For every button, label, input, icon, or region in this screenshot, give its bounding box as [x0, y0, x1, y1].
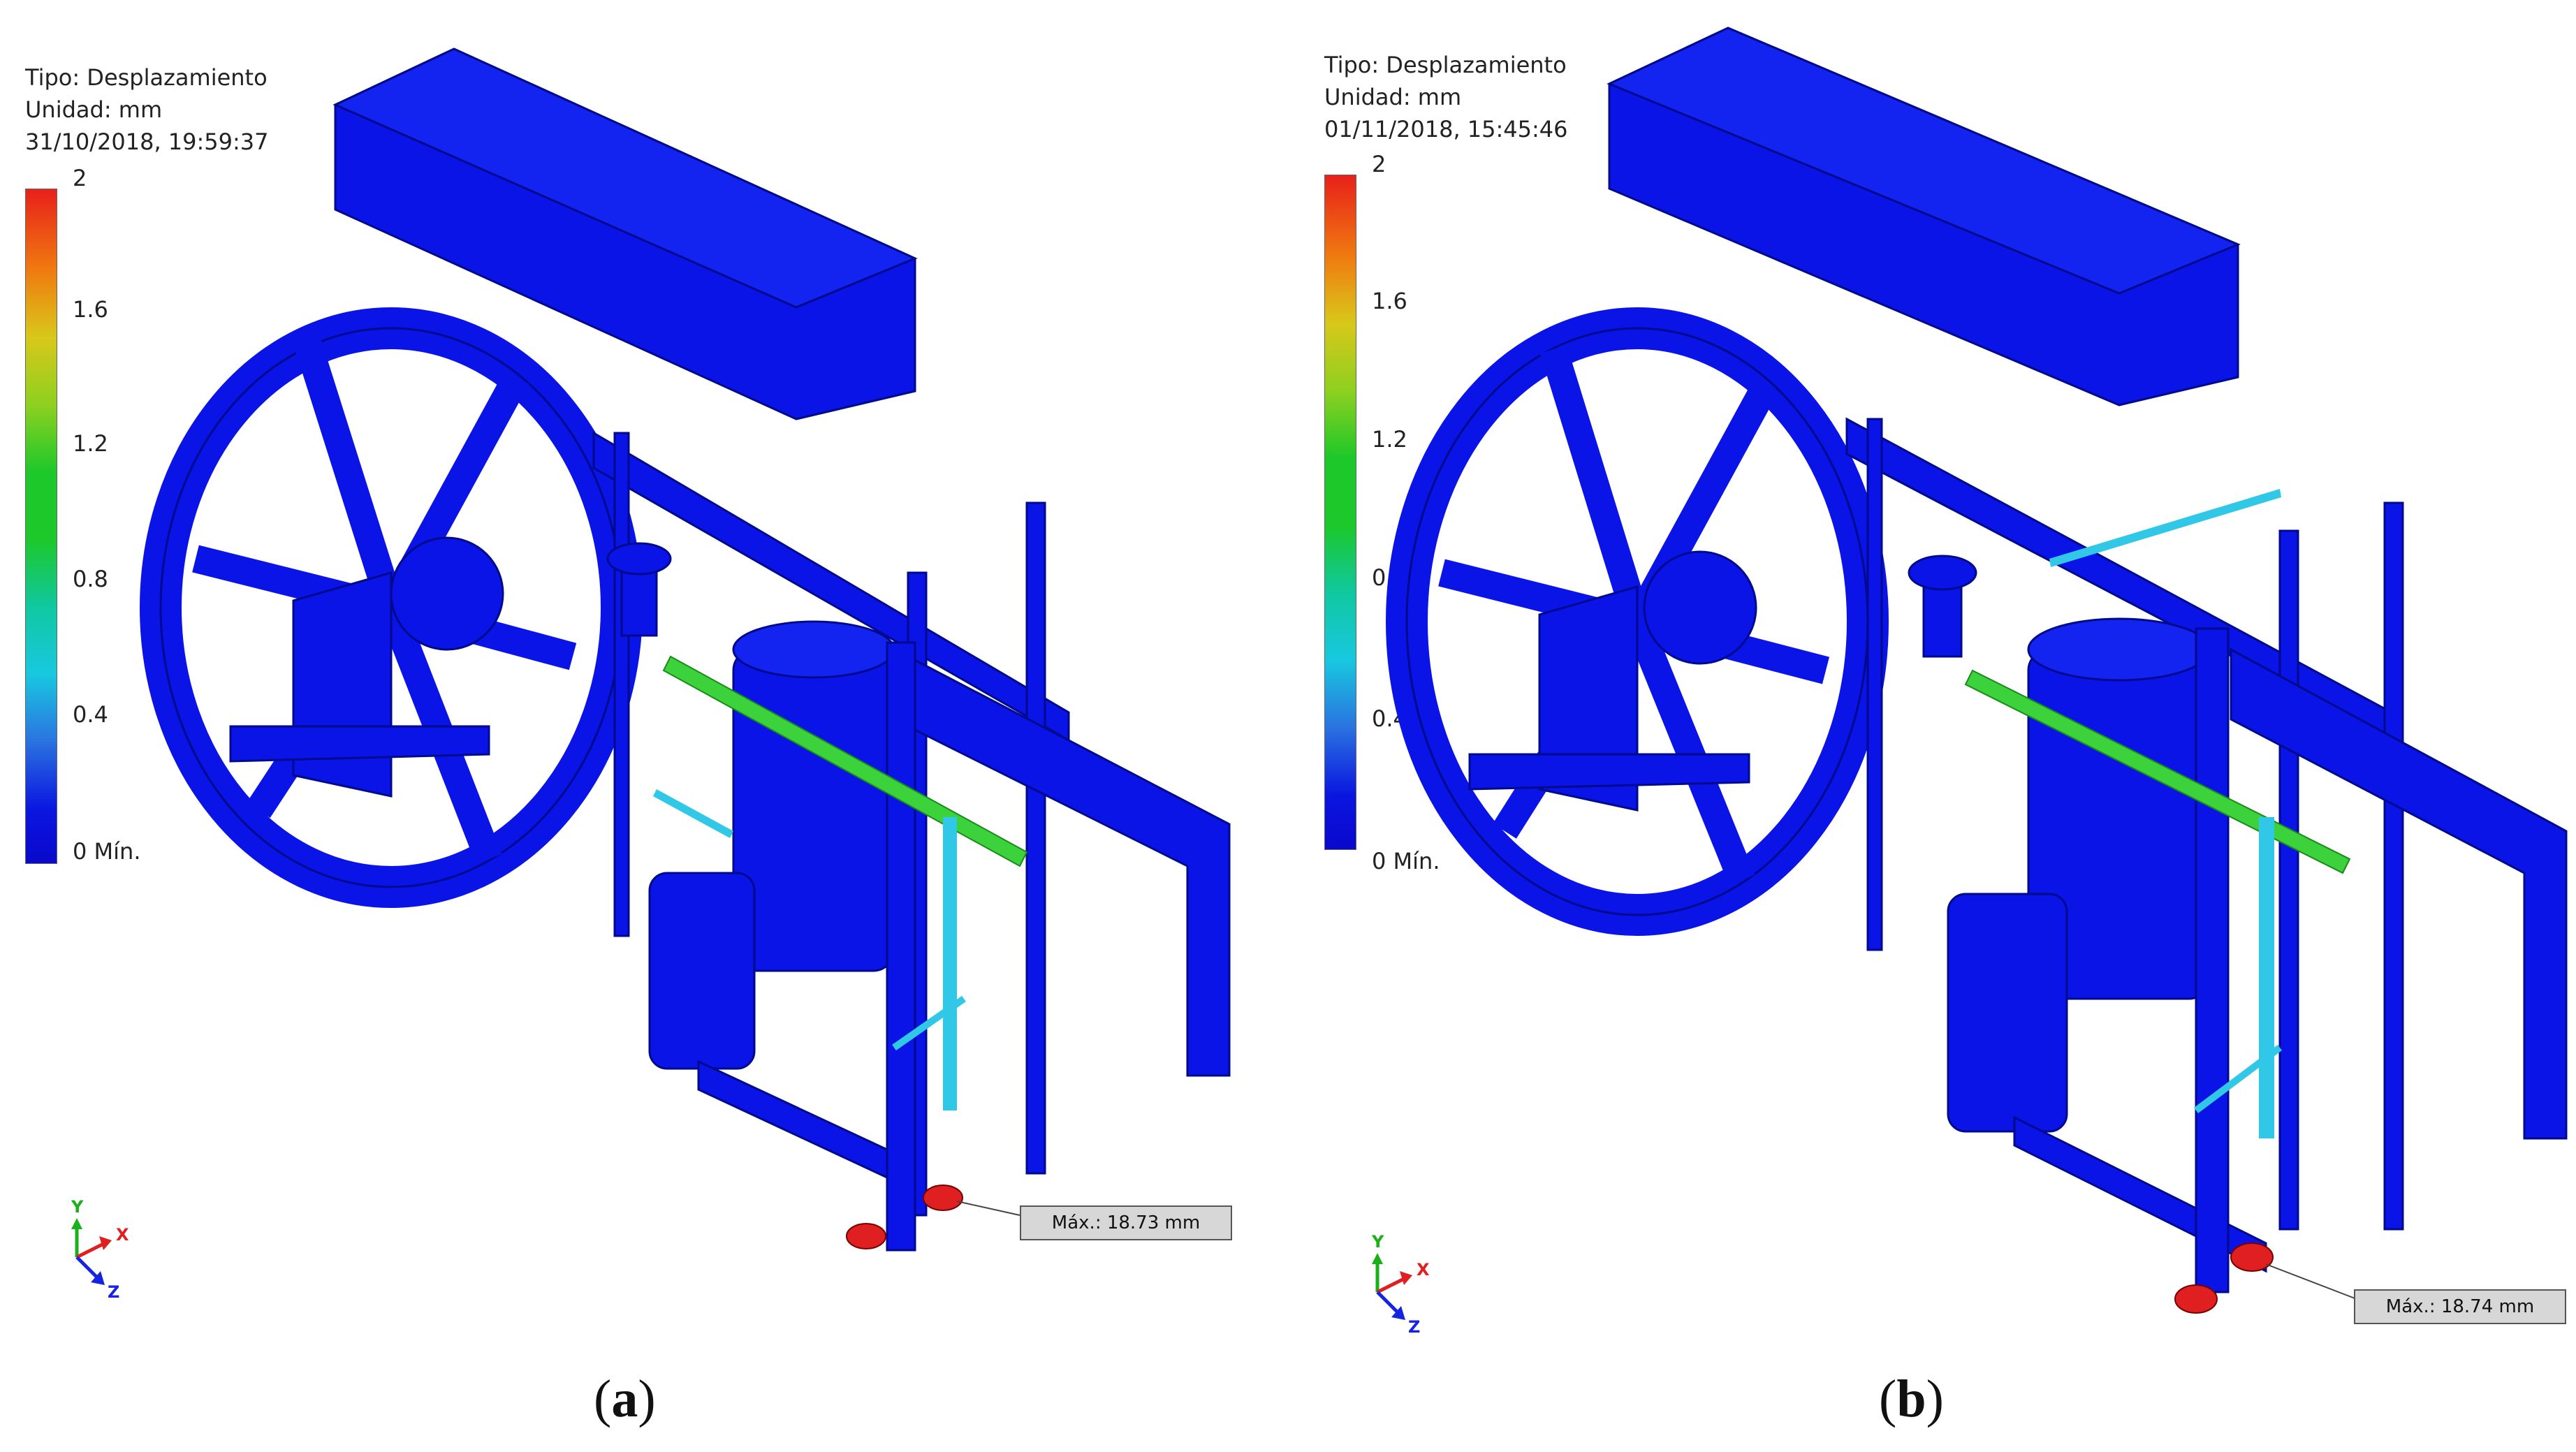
- weight-stack: [732, 648, 895, 972]
- stressed-rod: [662, 655, 1028, 867]
- result-info: Tipo: Desplazamiento Unidad: mm 31/10/20…: [25, 61, 269, 158]
- flywheel-bearing: [292, 571, 393, 798]
- panel-b: Tipo: Desplazamiento Unidad: mm 01/11/20…: [1288, 0, 2576, 1452]
- triad-x-label: X: [1417, 1260, 1430, 1279]
- gear: [390, 536, 504, 651]
- result-type-label: Tipo: Desplazamiento: [25, 64, 268, 91]
- gear: [1643, 550, 1757, 665]
- max-displacement-markers: [2174, 1242, 2274, 1314]
- pipe: [2230, 647, 2568, 1140]
- axis-triad-icon: Y X Z: [63, 1197, 147, 1302]
- colorbar-tick: 1.6: [1372, 288, 1407, 314]
- colorbar-tick: 2: [73, 165, 87, 191]
- triad-z-label: Z: [1408, 1317, 1421, 1337]
- colorbar-tick: 0.8: [73, 566, 108, 592]
- triad-z-label: Z: [108, 1282, 120, 1302]
- colorbar-tick: 0.4: [73, 701, 108, 728]
- stressed-rod: [1964, 669, 2351, 874]
- stressed-link: [2049, 489, 2281, 567]
- result-type-label: Tipo: Desplazamiento: [1324, 52, 1567, 78]
- panel-a: Tipo: Desplazamiento Unidad: mm 31/10/20…: [25, 47, 1232, 1428]
- axis-triad-icon: Y X Z: [1363, 1232, 1447, 1337]
- fea-model-view: [140, 47, 1231, 1252]
- result-info: Tipo: Desplazamiento Unidad: mm 01/11/20…: [1324, 49, 1568, 145]
- colorbar-tick: 2: [1372, 151, 1386, 177]
- vertical-column: [886, 641, 916, 1252]
- stressed-link: [653, 789, 733, 838]
- triad-y-label: Y: [1372, 1232, 1384, 1252]
- max-displacement-label: Máx.: 18.74 mm: [2354, 1289, 2566, 1324]
- max-displacement-markers: [846, 1185, 963, 1249]
- triad-x-label: X: [116, 1225, 129, 1245]
- result-unit-label: Unidad: mm: [25, 96, 163, 123]
- stressed-bar: [943, 817, 957, 1110]
- colorbar-tick: 0 Mín.: [73, 838, 141, 865]
- caption-a: (a): [594, 1370, 656, 1428]
- triad-y-label: Y: [71, 1197, 84, 1217]
- vertical-column: [2195, 627, 2230, 1293]
- displacement-colorbar: [1324, 175, 1356, 850]
- result-timestamp: 31/10/2018, 19:59:37: [25, 129, 269, 155]
- colorbar-tick: 0 Mín.: [1372, 848, 1440, 874]
- small-weight-stack: [1947, 893, 2068, 1133]
- small-weight-stack: [648, 872, 756, 1070]
- caption-b: (b): [1879, 1370, 1944, 1428]
- fea-model-view: [1386, 27, 2568, 1314]
- colorbar-tick: 1.2: [73, 430, 108, 457]
- result-unit-label: Unidad: mm: [1324, 84, 1462, 110]
- stressed-bar: [2259, 817, 2274, 1138]
- max-displacement-label: Máx.: 18.73 mm: [1020, 1205, 1232, 1240]
- result-timestamp: 01/11/2018, 15:45:46: [1324, 116, 1568, 142]
- displacement-colorbar: [25, 189, 57, 864]
- colorbar-tick: 1.6: [73, 296, 108, 323]
- colorbar-tick: 1.2: [1372, 426, 1407, 453]
